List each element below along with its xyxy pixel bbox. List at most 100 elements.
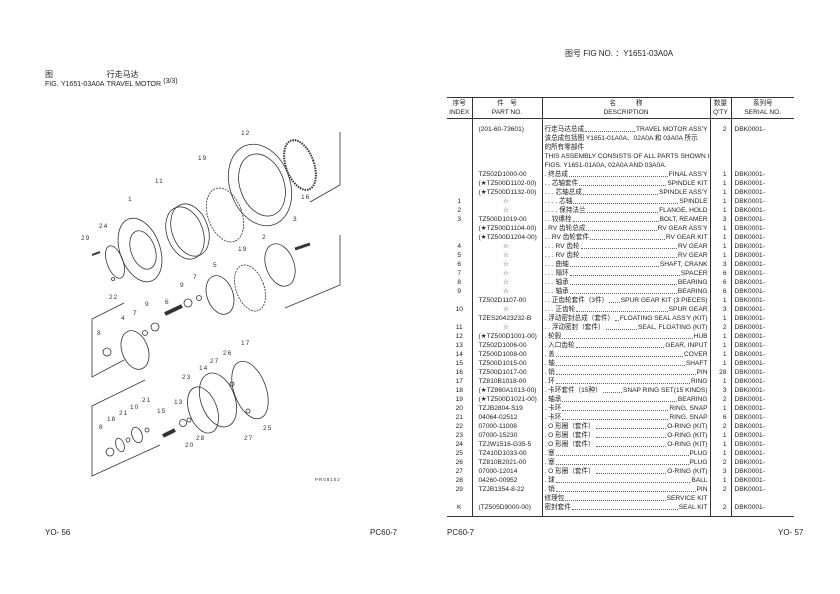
leader-dots: [605, 323, 637, 330]
leader-dots: [555, 476, 691, 483]
qty-cell: 1: [710, 170, 732, 179]
serial-cell: DBK0001-: [734, 288, 765, 295]
leader-dots: [573, 197, 679, 204]
shaft-part: [162, 428, 176, 438]
qty-cell: 1: [710, 242, 732, 251]
leader-dots: [555, 350, 684, 357]
leader-dots: [555, 485, 696, 492]
description-cn: . . 铰缧栓: [545, 215, 572, 224]
description-cn: . 盖: [545, 350, 555, 359]
level-dots: . . .: [544, 243, 556, 250]
leader-dots: [562, 413, 669, 420]
index-cell: [447, 170, 473, 179]
serial-cell: [731, 494, 794, 503]
description-cn: . . . 轴承: [545, 287, 569, 296]
leader-dots: [609, 296, 620, 303]
serial-cell: DBK0001-: [734, 450, 765, 457]
description-en: BOLT, REAMER: [659, 216, 708, 223]
part-no-cell: [472, 494, 543, 503]
description-line: 修理包 SERVICE KIT: [545, 494, 708, 503]
level-dots: . . .: [544, 306, 556, 313]
index-cell: 20: [447, 404, 473, 413]
callout: 18: [107, 416, 116, 423]
cover-part: [198, 372, 238, 428]
level-dots: .: [544, 351, 549, 358]
group-bracket: [284, 235, 341, 309]
description-cn-text: 终总成: [548, 171, 568, 178]
description-line: . 浮动密封总成（套件）FLOATING SEAL ASS'Y (KIT): [545, 314, 708, 323]
description-en: RING, SNAP: [669, 414, 708, 421]
group-bracket: [91, 302, 125, 378]
leader-dots: [595, 440, 667, 447]
description-en: O-RING (KIT): [667, 468, 708, 475]
serial-cell: DBK0001-: [734, 342, 765, 349]
leader-dots: [565, 494, 666, 501]
description-cn-text: 隔环: [555, 270, 569, 277]
level-dots: . .: [544, 180, 552, 187]
description-cn: . O 形圈（套件）: [545, 422, 595, 431]
description-cn: . 终总成: [545, 170, 568, 179]
table-row: 修理包 SERVICE KIT: [447, 494, 794, 503]
index-cell: 7: [447, 269, 473, 278]
description-cn: . . . RV 齿轮: [545, 242, 580, 251]
part-no-cell: TZ500D1017-00: [472, 368, 543, 377]
callout: 3: [293, 216, 298, 223]
level-dots: .: [544, 450, 549, 457]
description-cn-text: 卡环: [548, 414, 562, 421]
leader-dots: [562, 332, 693, 339]
description-en: FLOATING SEAL ASS'Y (KIT): [619, 315, 708, 322]
description-en: FLANGE, HOLD: [659, 207, 708, 214]
snap-ring-part: [125, 437, 131, 443]
spur-gear-part: [131, 426, 143, 444]
description-cell: 修理包 SERVICE KIT: [542, 494, 711, 503]
description-cn-text: 轴承: [555, 288, 569, 295]
qty-cell: 1: [710, 206, 732, 215]
description-cn-text: 芯轴套件: [551, 180, 579, 187]
serial-cell: DBK0001-: [734, 387, 765, 394]
qty-cell: 1: [710, 233, 732, 242]
description-en: SERVICE KIT: [666, 495, 708, 502]
level-dots: .: [544, 459, 549, 466]
description-cn-text: 卡环: [548, 405, 562, 412]
callout: 1: [128, 196, 133, 203]
level-dots: . . .: [544, 270, 556, 277]
serial-cell: DBK0001-: [734, 198, 765, 205]
serial-cell: DBK0001-: [734, 225, 765, 232]
index-cell: 3: [447, 215, 473, 224]
level-dots: . . .: [544, 261, 556, 268]
part-no-cell: (★TZ500D1132-00): [472, 188, 543, 197]
spacer-part: [196, 295, 202, 301]
index-cell: 12: [447, 332, 473, 341]
serial-cell: DBK0001-: [734, 351, 765, 358]
description-cn: . . . 芯轴总成: [545, 188, 582, 197]
description-cn-text: O 形圈（套件）: [548, 423, 595, 430]
serial-cell: DBK0001-: [734, 396, 765, 403]
description-cn: 修理包: [545, 494, 565, 503]
description-cn-text: 芯轴总成: [555, 189, 582, 196]
bearing-part: [234, 264, 266, 312]
qty-cell: 1: [710, 251, 732, 260]
description-cn-text: 销: [548, 369, 555, 376]
qty-cell: 3: [710, 215, 732, 224]
index-cell: 6: [447, 260, 473, 269]
description-cn: . 卡环: [545, 413, 562, 422]
